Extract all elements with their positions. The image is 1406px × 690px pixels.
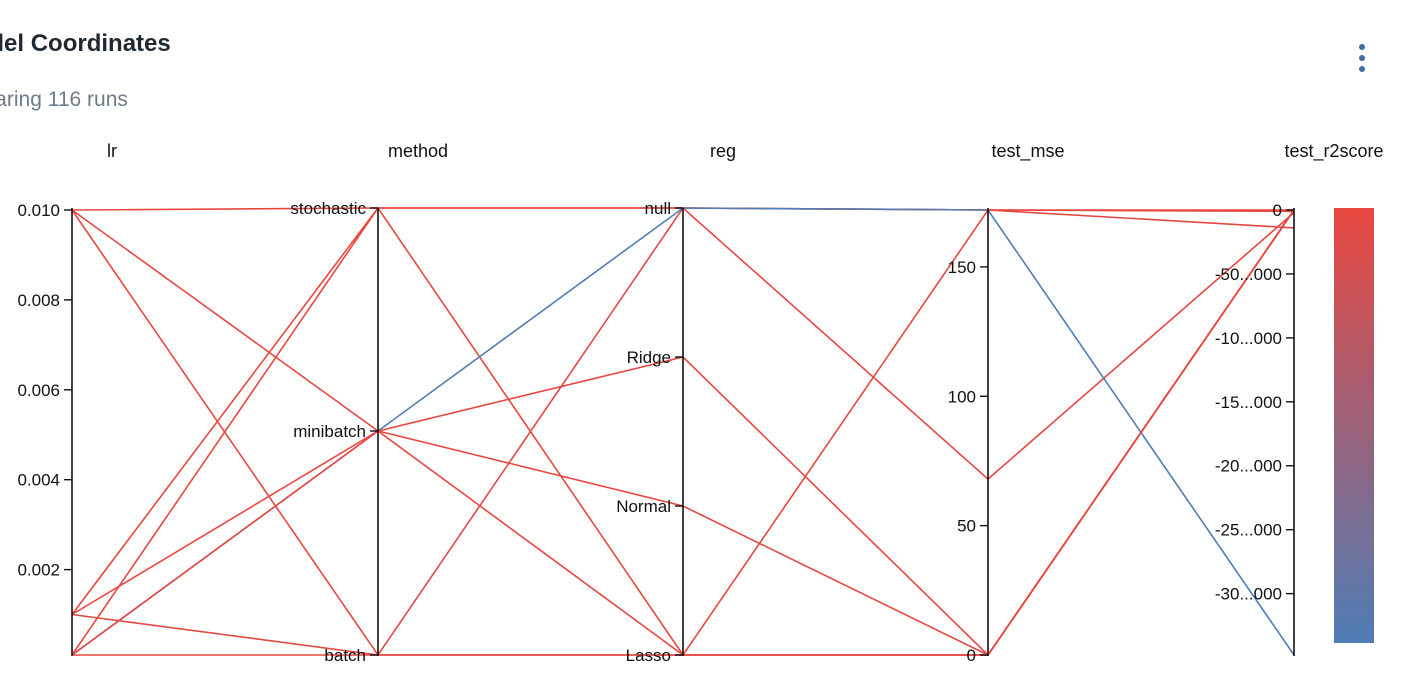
axis-title: test_mse bbox=[991, 141, 1064, 162]
tick-label: stochastic bbox=[290, 199, 366, 218]
tick-label: 0.006 bbox=[17, 381, 60, 400]
axis-title: lr bbox=[107, 141, 117, 161]
axis-title: reg bbox=[710, 141, 736, 161]
menu-dot bbox=[1359, 66, 1365, 72]
tick-label: -50...000 bbox=[1215, 265, 1282, 284]
menu-dot bbox=[1359, 55, 1365, 61]
tick-label: 0.008 bbox=[17, 291, 60, 310]
tick-label: -10...000 bbox=[1215, 329, 1282, 348]
tick-label: null bbox=[645, 199, 671, 218]
tick-label: 0 bbox=[1273, 201, 1282, 220]
tick-label: 100 bbox=[948, 387, 976, 406]
tick-label: 0.002 bbox=[17, 561, 60, 580]
tick-label: 50 bbox=[957, 517, 976, 536]
tick-label: -30...000 bbox=[1215, 585, 1282, 604]
tick-label: Lasso bbox=[626, 646, 671, 665]
tick-label: Normal bbox=[616, 497, 671, 516]
tick-label: minibatch bbox=[293, 422, 366, 441]
chart-title: rallel Coordinates bbox=[0, 30, 171, 57]
tick-label: -20...000 bbox=[1215, 457, 1282, 476]
tick-label: 0.010 bbox=[17, 201, 60, 220]
chart-subtitle: mparing 116 runs bbox=[0, 88, 128, 111]
menu-dot bbox=[1359, 44, 1365, 50]
axis-title: test_r2score bbox=[1284, 141, 1383, 162]
axes: lr 0.010 0.008 0.006 0.004 0.002 method stochas… bbox=[17, 141, 1383, 665]
tick-label: 150 bbox=[948, 258, 976, 277]
tick-label: Ridge bbox=[627, 348, 671, 367]
tick-label: batch bbox=[324, 646, 366, 665]
tick-label: -15...000 bbox=[1215, 393, 1282, 412]
more-vertical-icon[interactable] bbox=[1350, 40, 1374, 76]
tick-label: 0.004 bbox=[17, 471, 60, 490]
axis-title: method bbox=[388, 141, 448, 161]
color-scale-bar bbox=[1334, 208, 1374, 643]
tick-label: 0 bbox=[967, 646, 976, 665]
tick-label: -25...000 bbox=[1215, 521, 1282, 540]
